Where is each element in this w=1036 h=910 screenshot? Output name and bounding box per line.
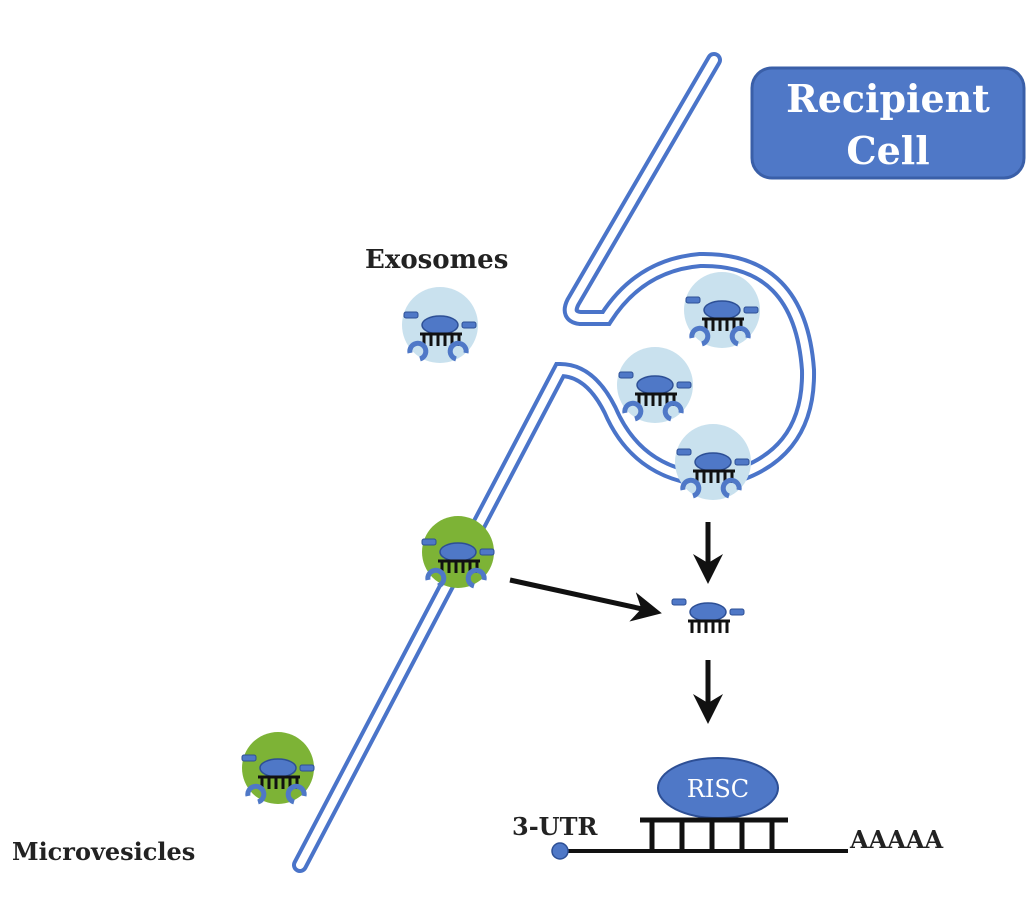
exosomes-label: Exosomes xyxy=(365,245,508,275)
exosome-endosome-2 xyxy=(617,347,693,423)
polya-label: AAAAA xyxy=(849,825,943,854)
title-line-1: Recipient xyxy=(786,76,990,121)
microvesicle-fusing xyxy=(422,516,494,588)
exosome-endosome-1 xyxy=(684,272,760,348)
mrna-strand xyxy=(551,817,848,860)
exosome-endosome-3 xyxy=(675,424,751,500)
arrow-icon-microvesicle-to-mirna xyxy=(509,577,662,622)
utr-label: 3-UTR xyxy=(512,812,598,841)
recipient-cell-title-box: Recipient Cell xyxy=(750,66,1026,180)
title-line-2: Cell xyxy=(846,128,929,173)
microvesicle-free xyxy=(242,732,314,804)
cap-icon xyxy=(551,842,569,860)
exosome-free xyxy=(402,287,478,363)
risc-label: RISC xyxy=(687,775,749,803)
released-mirna-icon xyxy=(670,597,746,635)
microvesicles-label: Microvesicles xyxy=(12,837,195,866)
cell-membrane xyxy=(292,52,817,873)
risc-complex: RISC xyxy=(657,757,779,819)
